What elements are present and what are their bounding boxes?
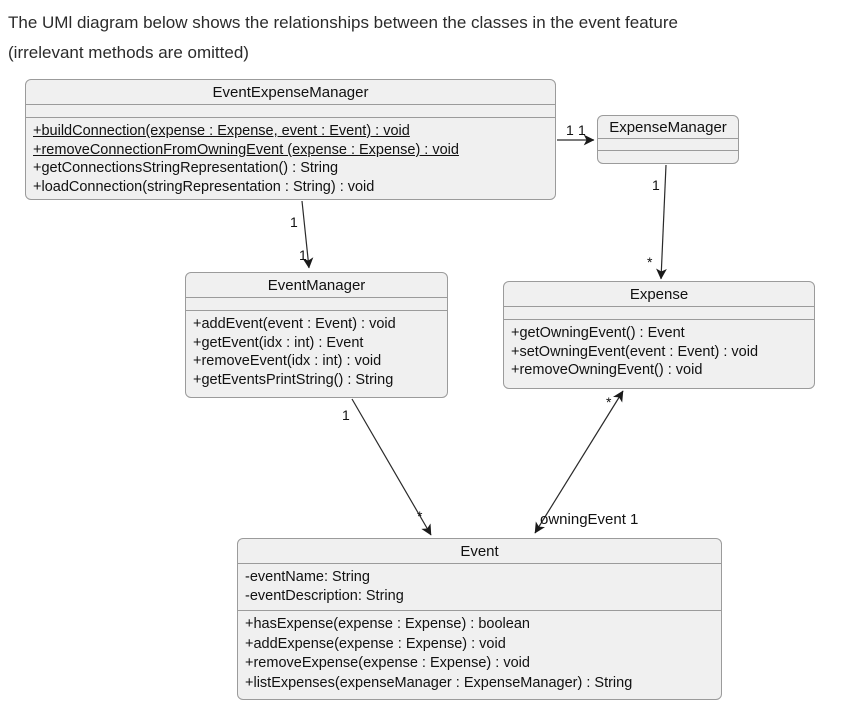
caption-line-2: (irrelevant methods are omitted) <box>8 43 249 62</box>
method-line: +buildConnection(expense : Expense, even… <box>33 123 410 139</box>
class-title: Expense <box>504 282 814 307</box>
methods-compartment: +getOwningEvent() : Event +setOwningEven… <box>504 320 814 388</box>
multiplicity-label: * <box>606 394 612 410</box>
multiplicity-label: 1 <box>290 214 298 230</box>
attributes-compartment <box>26 105 555 118</box>
class-title: Event <box>238 539 721 564</box>
attributes-compartment <box>598 139 738 151</box>
multiplicity-label: * <box>647 254 653 270</box>
method-line: +listExpenses(expenseManager : ExpenseMa… <box>245 674 633 691</box>
association-event-expense <box>534 390 624 534</box>
attribute-line: -eventName: String <box>245 569 370 585</box>
class-title: ExpenseManager <box>598 116 738 139</box>
caption-line-1: The UMl diagram below shows the relation… <box>8 13 678 32</box>
method-line: +removeExpense(expense : Expense) : void <box>245 655 530 671</box>
multiplicity-label: 1 <box>566 122 574 138</box>
methods-compartment: +hasExpense(expense : Expense) : boolean… <box>238 611 721 699</box>
method-line: +removeOwningEvent() : void <box>511 362 703 378</box>
methods-compartment <box>598 151 738 163</box>
class-box-expensemanager: ExpenseManager <box>597 115 739 164</box>
multiplicity-label: 1 <box>652 177 660 193</box>
multiplicity-label: 1 <box>342 407 350 423</box>
methods-compartment: +buildConnection(expense : Expense, even… <box>26 118 555 199</box>
class-title: EventManager <box>186 273 447 298</box>
attributes-compartment: -eventName: String -eventDescription: St… <box>238 564 721 611</box>
method-line: +hasExpense(expense : Expense) : boolean <box>245 616 530 632</box>
method-line: +setOwningEvent(event : Event) : void <box>511 343 759 360</box>
method-line: +getConnectionsStringRepresentation() : … <box>33 160 339 176</box>
method-line: +loadConnection(stringRepresentation : S… <box>33 178 375 195</box>
attributes-compartment <box>504 307 814 320</box>
class-box-eventmanager: EventManager +addEvent(event : Event) : … <box>185 272 448 398</box>
class-title: EventExpenseManager <box>26 80 555 105</box>
method-line: +addEvent(event : Event) : void <box>193 316 396 332</box>
association-eventexpensemanager-eventmanager <box>301 200 314 269</box>
methods-compartment: +addEvent(event : Event) : void +getEven… <box>186 311 447 397</box>
multiplicity-label: 1 <box>578 122 586 138</box>
method-line: +removeEvent(idx : int) : void <box>193 353 382 369</box>
caption: The UMl diagram below shows the relation… <box>8 8 838 68</box>
class-box-eventexpensemanager: EventExpenseManager +buildConnection(exp… <box>25 79 556 200</box>
multiplicity-label: 1 <box>299 247 307 263</box>
class-box-expense: Expense +getOwningEvent() : Event +setOw… <box>503 281 815 389</box>
attributes-compartment <box>186 298 447 311</box>
method-line: +getEvent(idx : int) : Event <box>193 334 364 351</box>
multiplicity-label: * <box>417 508 423 524</box>
class-box-event: Event -eventName: String -eventDescripti… <box>237 538 722 700</box>
role-label: owningEvent 1 <box>540 511 638 528</box>
method-line: +getEventsPrintString() : String <box>193 371 394 388</box>
method-line: +removeConnectionFromOwningEvent (expens… <box>33 141 459 158</box>
method-line: +addExpense(expense : Expense) : void <box>245 635 506 652</box>
method-line: +getOwningEvent() : Event <box>511 325 685 341</box>
association-expensemanager-expense <box>656 164 667 280</box>
association-eventmanager-event <box>351 398 432 536</box>
attribute-line: -eventDescription: String <box>245 588 404 604</box>
